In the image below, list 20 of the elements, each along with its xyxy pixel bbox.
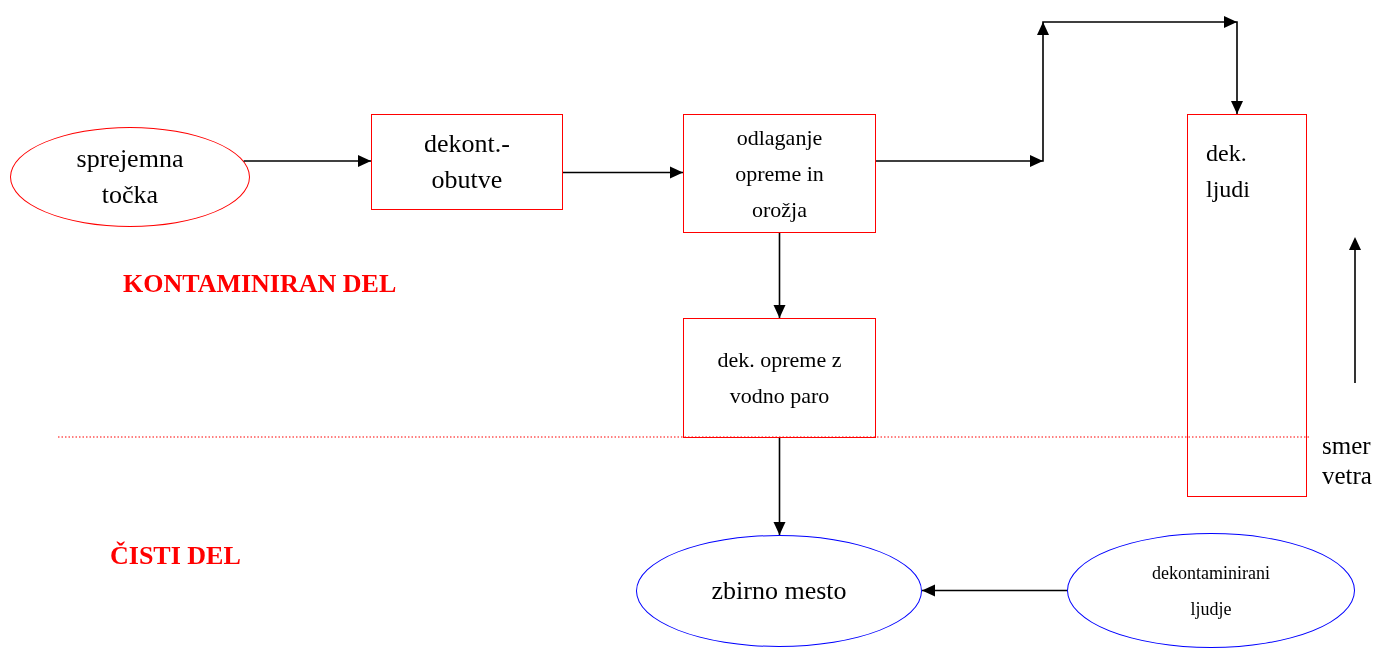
zone-label: KONTAMINIRAN DEL (123, 268, 397, 300)
arrow (921, 584, 1068, 597)
arrow (875, 16, 1243, 167)
node-text: zbirno mesto (710, 575, 848, 607)
zone-label: ČISTI DEL (110, 540, 241, 572)
node-text: dek. ljudi (1206, 139, 1251, 204)
node-text: dek. opreme z vodno paro (716, 346, 843, 410)
process-box (683, 114, 876, 233)
node-text: dekont.- obutve (423, 128, 511, 196)
node-text: dekontaminirani ljudje (1151, 561, 1271, 621)
arrow (773, 232, 786, 319)
process-box (683, 318, 876, 438)
arrow (562, 166, 684, 179)
process-box (371, 114, 563, 210)
node-text: odlaganje opreme in orožja (734, 123, 825, 224)
wind-label: smer vetra (1322, 431, 1373, 491)
node-text: sprejemna točka (75, 143, 185, 211)
arrow (773, 437, 786, 536)
arrow (242, 155, 372, 167)
process-box (1187, 114, 1307, 497)
